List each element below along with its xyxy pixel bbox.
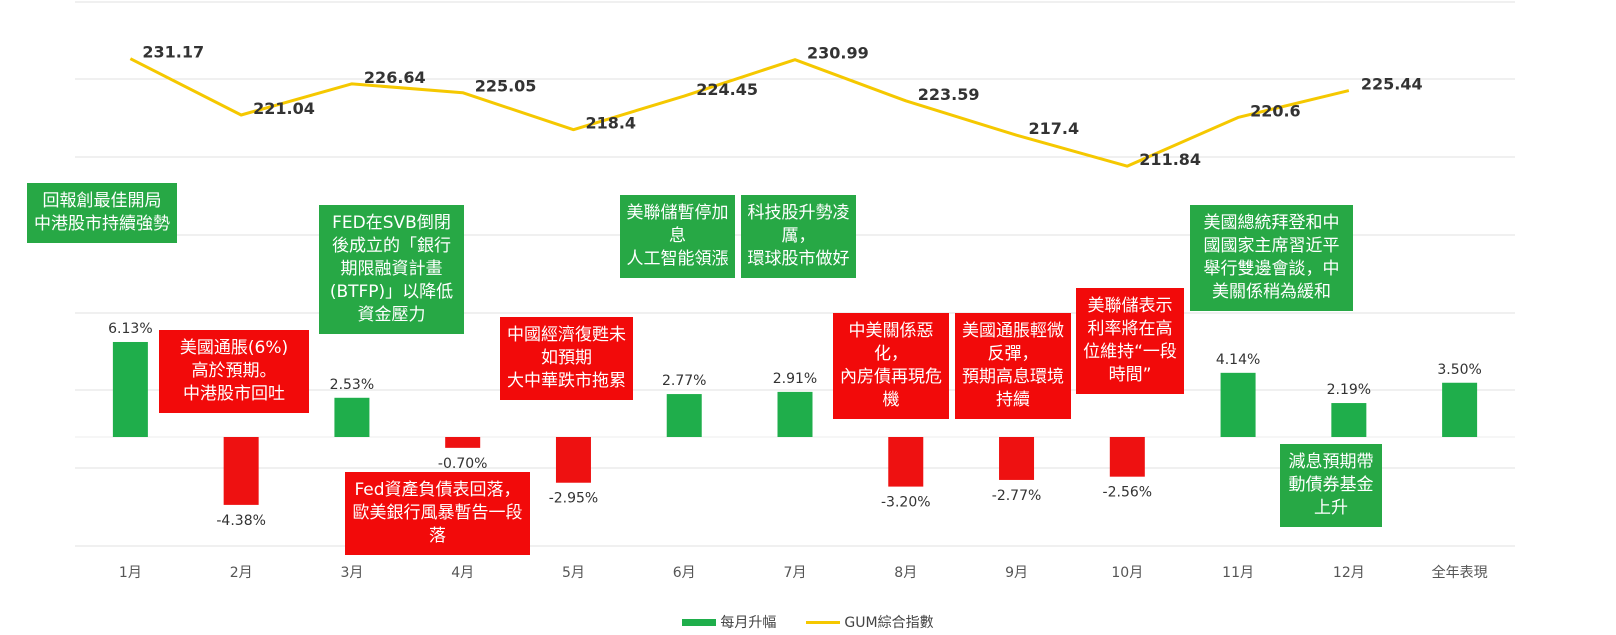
x-tick-4: 5月 <box>562 565 585 581</box>
x-tick-1: 2月 <box>230 565 253 581</box>
legend-swatch-bar <box>682 618 717 626</box>
bar-9 <box>1109 437 1145 477</box>
line-label-3: 225.05 <box>475 77 537 96</box>
bar-3 <box>445 437 481 448</box>
x-tick-8: 9月 <box>1005 565 1028 581</box>
bar-label-4: -2.95% <box>549 491 599 507</box>
bar-label-0: 6.13% <box>108 321 152 337</box>
gum-index-line <box>129 57 1350 168</box>
legend-label-line: GUM綜合指數 <box>844 615 934 631</box>
line-series-gum-index <box>129 57 1350 168</box>
bar-label-11: 2.19% <box>1327 382 1371 398</box>
line-data-labels: 231.17 221.04 226.64 225.05 218.4 224.45 230.9… <box>142 43 1422 169</box>
line-label-8: 217.4 <box>1029 119 1080 138</box>
line-label-4: 218.4 <box>585 114 636 133</box>
annotation-apr: Fed資產負債表回落，歐美銀行風暴暫告一段落 <box>345 472 530 555</box>
x-tick-12: 全年表現 <box>1432 564 1488 581</box>
bar-label-9: -2.56% <box>1103 485 1153 501</box>
bar-label-3: -0.70% <box>438 456 488 472</box>
bar-1 <box>223 437 259 505</box>
bar-7 <box>888 437 924 487</box>
x-tick-5: 6月 <box>673 565 696 581</box>
x-tick-0: 1月 <box>119 565 142 581</box>
legend-label-bar: 每月升幅 <box>720 615 777 631</box>
line-label-10: 220.6 <box>1250 101 1301 120</box>
bar-label-8: -2.77% <box>992 488 1042 504</box>
bar-label-7: -3.20% <box>881 495 931 511</box>
bar-6 <box>777 391 813 437</box>
bar-data-labels: 6.13% -4.38% 2.53% -0.70% -2.95% 2.77% 2.91% -3… <box>108 321 1482 529</box>
line-label-0: 231.17 <box>142 43 204 62</box>
x-tick-10: 11月 <box>1222 565 1254 581</box>
bar-series-monthly-change <box>112 341 1478 505</box>
bar-label-10: 4.14% <box>1216 352 1260 368</box>
x-tick-6: 7月 <box>784 565 807 581</box>
annotation-oct: 美聯儲表示利率將在高位維持“一段時間” <box>1076 288 1184 394</box>
bar-label-12: 3.50% <box>1437 362 1481 378</box>
annotation-may: 中國經濟復甦未如預期 大中華跌市拖累 <box>500 317 633 400</box>
x-tick-2: 3月 <box>340 565 363 581</box>
legend-swatch-line <box>806 620 841 624</box>
annotation-jul: 科技股升勢凌厲， 環球股市做好 <box>741 195 856 278</box>
annotation-jun: 美聯儲暫停加息 人工智能領漲 <box>620 195 735 278</box>
annotation-sep: 美國通脹輕微反彈， 預期高息環境持續 <box>955 313 1071 419</box>
bar-label-6: 2.91% <box>773 371 817 387</box>
annotation-aug: 中美關係惡化， 內房債再現危機 <box>833 313 949 419</box>
line-label-1: 221.04 <box>253 99 315 118</box>
x-axis-tick-labels: 1月 2月 3月 4月 5月 6月 7月 8月 9月 10月 11月 12月 全年表現 <box>119 564 1488 581</box>
bar-4 <box>555 437 591 483</box>
legend-item-bar: 每月升幅 <box>682 612 776 632</box>
bar-10 <box>1220 372 1256 437</box>
bar-label-2: 2.53% <box>330 377 374 393</box>
line-label-5: 224.45 <box>696 80 758 99</box>
bar-8 <box>999 437 1035 480</box>
annotation-mar: FED在SVB倒閉後成立的「銀行期限融資計畫(BTFP)」以降低資金壓力 <box>319 205 464 334</box>
line-label-7: 223.59 <box>918 85 980 104</box>
bar-12 <box>1442 382 1478 437</box>
bar-label-1: -4.38% <box>216 513 266 529</box>
bar-label-5: 2.77% <box>662 373 706 389</box>
bar-5 <box>666 394 702 437</box>
x-tick-7: 8月 <box>894 565 917 581</box>
annotation-feb: 美國通脹(6%) 高於預期。 中港股市回吐 <box>159 330 309 413</box>
x-tick-11: 12月 <box>1333 565 1365 581</box>
annotation-dec: 減息預期帶動債券基金上升 <box>1280 444 1382 527</box>
x-tick-3: 4月 <box>451 565 474 581</box>
x-tick-9: 10月 <box>1111 565 1143 581</box>
bar-11 <box>1331 403 1367 437</box>
line-label-9: 211.84 <box>1139 150 1201 169</box>
line-label-11: 225.44 <box>1361 75 1423 94</box>
line-label-6: 230.99 <box>807 44 869 63</box>
annotation-nov: 美國總統拜登和中國國家主席習近平舉行雙邊會談，中美關係稍為緩和 <box>1190 205 1353 311</box>
bar-2 <box>334 397 370 437</box>
line-label-2: 226.64 <box>364 68 426 87</box>
bar-0 <box>112 341 148 437</box>
legend-item-line: GUM綜合指數 <box>806 612 934 632</box>
annotation-jan: 回報創最佳開局 中港股市持續強勢 <box>27 183 177 243</box>
legend: 每月升幅 GUM綜合指數 <box>0 612 1616 632</box>
